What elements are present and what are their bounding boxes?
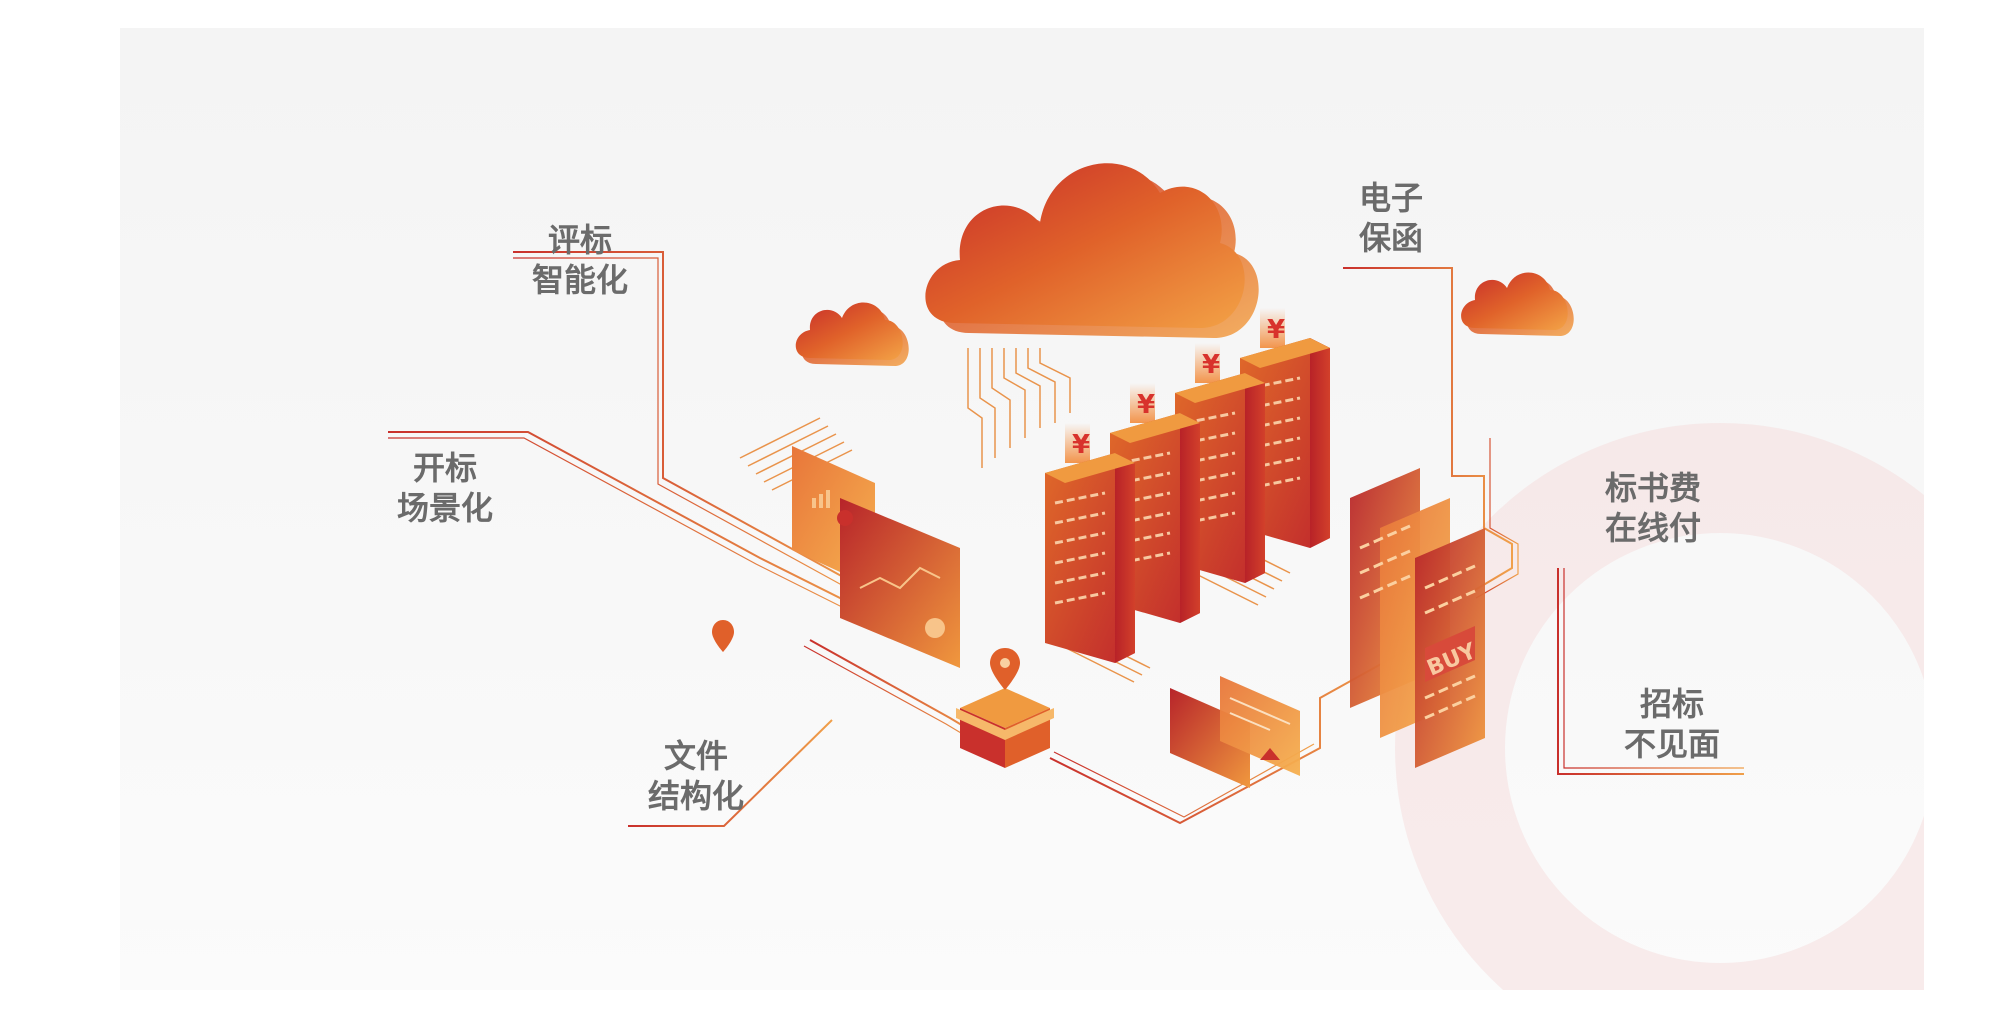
connector-remote — [1557, 568, 1744, 775]
small-cloud-right-icon — [1461, 272, 1574, 336]
report-card-front — [840, 498, 960, 668]
yen-symbols: ¥ ¥ ¥ ¥ — [1072, 315, 1285, 460]
location-pin-icon — [712, 620, 734, 652]
isometric-illustration: ¥ ¥ ¥ ¥ — [388, 163, 1924, 990]
shop-icon — [956, 648, 1054, 768]
line-chart-icon — [859, 566, 941, 590]
pie-chart-small-icon — [837, 510, 853, 526]
buy-button — [1425, 626, 1475, 682]
label-documents: 文件结构化 — [648, 737, 745, 815]
yen-symbol-4: ¥ — [1267, 315, 1285, 345]
canvas: ¥ ¥ ¥ ¥ — [120, 28, 1924, 990]
label-fee: 标书费在线付 — [1605, 469, 1702, 547]
dashboard-cards — [792, 446, 960, 668]
yen-symbol-1: ¥ — [1072, 430, 1090, 460]
large-cloud-icon — [925, 163, 1259, 338]
yen-symbol-3: ¥ — [1202, 350, 1220, 380]
connector-lines — [388, 251, 1744, 827]
server-stack — [1045, 308, 1330, 663]
label-guarantee: 电子保函 — [1359, 179, 1424, 257]
small-cloud-left-icon — [795, 302, 909, 366]
connector-documents — [628, 719, 833, 827]
connector-evaluation — [513, 251, 886, 601]
yen-symbol-2: ¥ — [1137, 390, 1155, 420]
connector-guarantee — [1343, 267, 1513, 594]
bar-chart-icon — [812, 490, 830, 508]
server-1 — [1045, 423, 1135, 663]
label-evaluation: 评标智能化 — [532, 221, 629, 299]
ticket-cards — [1170, 676, 1300, 788]
pie-chart-icon — [925, 618, 945, 638]
purchase-panels: BUY — [1350, 468, 1485, 768]
label-opening: 开标场景化 — [397, 449, 494, 527]
label-remote: 招标不见面 — [1624, 685, 1721, 763]
